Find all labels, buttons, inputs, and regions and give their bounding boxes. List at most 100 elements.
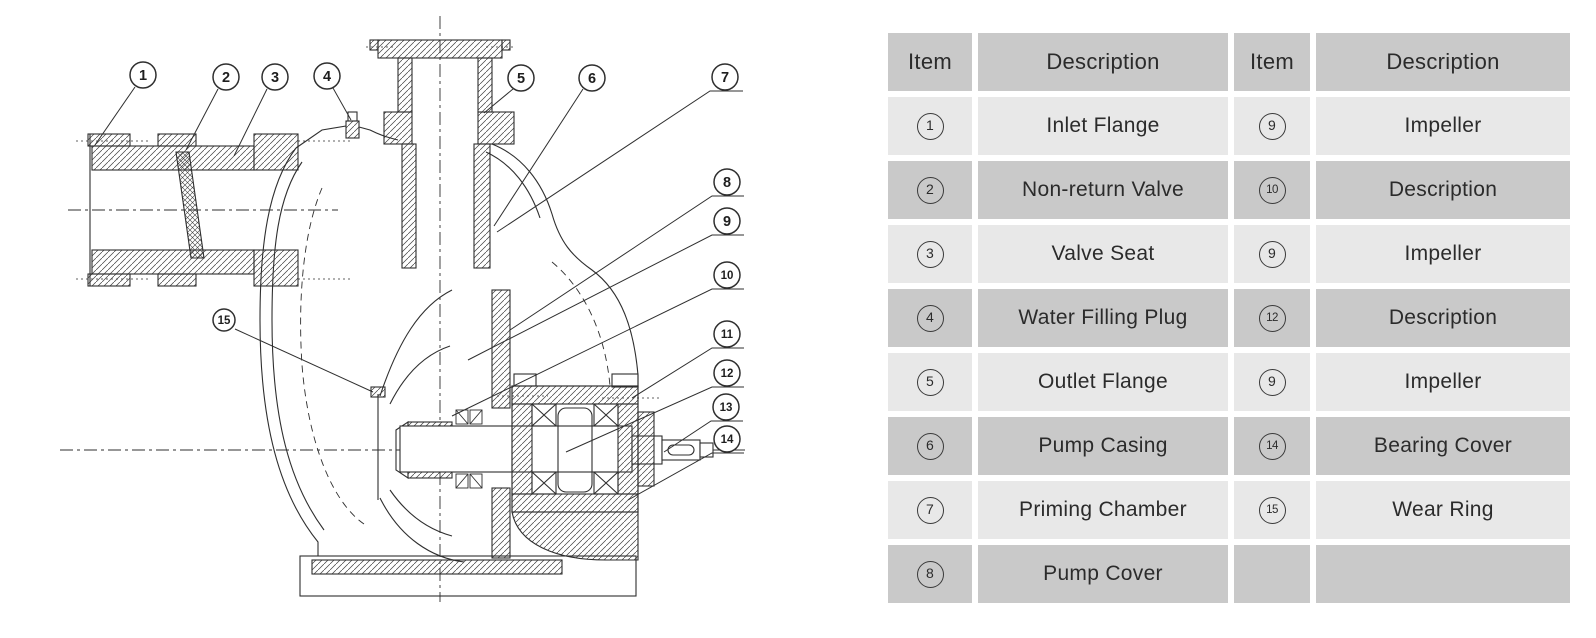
pump-shaft <box>399 425 714 473</box>
description-cell: Wear Ring <box>1316 481 1570 539</box>
item-number-cell: 9 <box>1234 97 1310 155</box>
item-number-cell: 4 <box>888 289 972 347</box>
description-cell: Non-return Valve <box>978 161 1228 219</box>
bearing-cover <box>637 411 655 487</box>
item-number-cell: 6 <box>888 417 972 475</box>
item-number-cell: 14 <box>1234 417 1310 475</box>
parts-table: Item Description Item Description 1 Inle… <box>888 33 1570 603</box>
item-number-circle: 3 <box>916 240 944 268</box>
callout-circle <box>713 320 741 348</box>
item-number-cell: 12 <box>1234 289 1310 347</box>
callout-13: 13 <box>663 393 743 453</box>
callout-10: 10 <box>451 261 744 417</box>
callout-number: 15 <box>218 315 231 327</box>
callout-circle <box>711 63 739 91</box>
item-number-cell <box>1234 545 1310 603</box>
leader-line <box>451 288 744 417</box>
callout-circle <box>578 64 606 92</box>
item-number-circle: 8 <box>916 560 944 588</box>
flange-bolt-marks <box>76 46 662 399</box>
item-number-cell: 2 <box>888 161 972 219</box>
callout-circle <box>713 261 741 289</box>
callout-2: 2 <box>185 63 240 151</box>
callout-number: 2 <box>222 70 230 86</box>
description-cell: Impeller <box>1316 225 1570 283</box>
callout-9: 9 <box>467 207 744 361</box>
callout-number: 4 <box>323 69 331 85</box>
item-number-circle: 4 <box>916 304 944 332</box>
leader-line <box>185 88 219 151</box>
callout-number: 5 <box>517 71 525 87</box>
item-number-circle: 14 <box>1258 432 1286 460</box>
callout-number: 12 <box>721 368 734 380</box>
description-cell: Impeller <box>1316 97 1570 155</box>
callout-number: 9 <box>723 214 731 230</box>
callout-7: 7 <box>496 63 743 233</box>
item-number-cell: 1 <box>888 97 972 155</box>
leader-line <box>493 88 584 227</box>
item-number-cell: 9 <box>1234 353 1310 411</box>
callout-3: 3 <box>233 63 289 157</box>
header-item-2: Item <box>1234 33 1310 91</box>
callout-circle <box>507 64 535 92</box>
description-cell: Valve Seat <box>978 225 1228 283</box>
description-cell: Water Filling Plug <box>978 289 1228 347</box>
outlet-pipe <box>369 39 515 269</box>
item-number-circle: 15 <box>1258 496 1286 524</box>
callout-number: 1 <box>139 68 147 84</box>
leader-line <box>663 420 743 453</box>
description-cell: Pump Casing <box>978 417 1228 475</box>
callout-number: 11 <box>721 329 734 341</box>
callout-number: 14 <box>721 434 734 446</box>
item-number-cell: 5 <box>888 353 972 411</box>
callout-1: 1 <box>94 61 157 146</box>
callout-11: 11 <box>631 320 744 399</box>
leader-line <box>94 86 136 146</box>
callout-5: 5 <box>483 64 535 114</box>
description-cell: Description <box>1316 161 1570 219</box>
header-item-1: Item <box>888 33 972 91</box>
callout-circle <box>713 359 741 387</box>
description-cell: Inlet Flange <box>978 97 1228 155</box>
item-number-circle: 7 <box>916 496 944 524</box>
item-number-circle: 9 <box>1258 112 1286 140</box>
leader-line <box>332 87 352 121</box>
header-description-1: Description <box>978 33 1228 91</box>
item-number-circle: 12 <box>1258 304 1286 332</box>
callout-4: 4 <box>313 62 352 121</box>
leader-line <box>565 386 744 453</box>
wear-ring <box>370 386 386 500</box>
description-cell: Impeller <box>1316 353 1570 411</box>
leader-line <box>467 234 744 361</box>
callout-8: 8 <box>509 168 744 331</box>
description-cell: Outlet Flange <box>978 353 1228 411</box>
leader-line <box>483 88 514 114</box>
description-cell: Description <box>1316 289 1570 347</box>
callout-circle <box>261 63 289 91</box>
callout-14: 14 <box>627 425 744 501</box>
leader-line <box>496 90 743 233</box>
item-number-circle: 1 <box>916 112 944 140</box>
pump-casing <box>259 125 639 556</box>
leader-line <box>233 88 268 157</box>
item-number-circle: 5 <box>916 368 944 396</box>
callout-6: 6 <box>493 64 606 227</box>
item-number-cell: 9 <box>1234 225 1310 283</box>
leader-line <box>234 328 374 393</box>
item-number-circle: 10 <box>1258 176 1286 204</box>
leader-line <box>631 347 744 399</box>
leader-line <box>509 195 744 331</box>
item-number-cell: 3 <box>888 225 972 283</box>
callout-number: 13 <box>720 402 733 414</box>
description-cell <box>1316 545 1570 603</box>
callout-circle <box>713 207 741 235</box>
callout-circle <box>212 63 240 91</box>
item-number-cell: 10 <box>1234 161 1310 219</box>
callout-circle <box>712 393 740 421</box>
water-filling-plug <box>345 111 360 139</box>
description-cell: Pump Cover <box>978 545 1228 603</box>
callout-number: 6 <box>588 71 596 87</box>
